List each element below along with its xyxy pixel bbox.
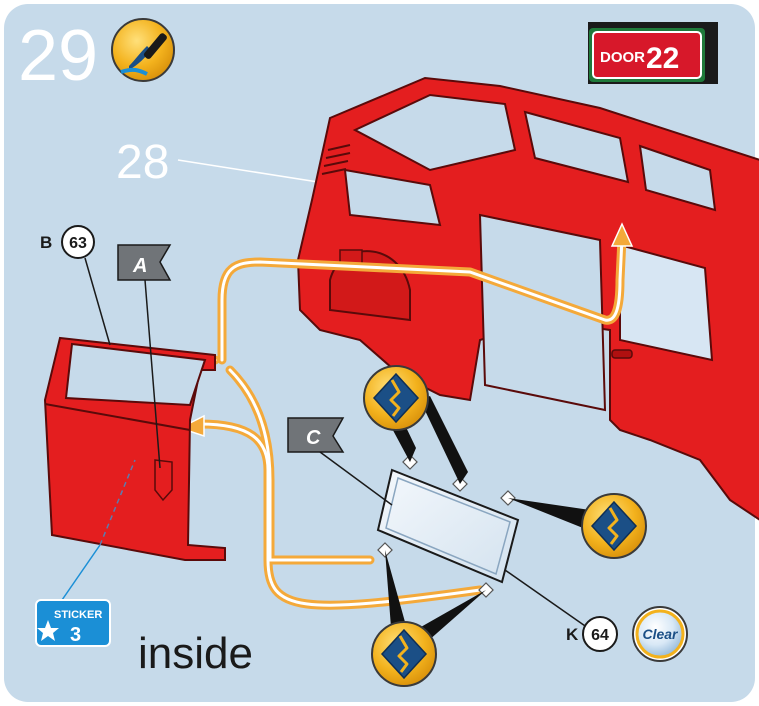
glue-icon — [582, 494, 646, 558]
glue-icon — [364, 366, 428, 430]
reference-step-number: 28 — [116, 136, 169, 189]
sticker-label: STICKER — [54, 609, 102, 621]
flag-a-letter: A — [132, 255, 147, 277]
paint-brush-icon — [112, 19, 174, 81]
clear-paint-icon: Clear — [633, 607, 687, 661]
glue-icon — [372, 622, 436, 686]
door-badge-number: 22 — [646, 42, 679, 75]
sticker-number: 3 — [70, 624, 81, 646]
step-number: 29 — [18, 16, 98, 96]
clear-paint-label: Clear — [642, 626, 679, 642]
caption-inside: inside — [138, 629, 253, 678]
flag-c-letter: C — [306, 427, 321, 449]
door-badge: DOOR 22 — [588, 22, 718, 84]
part-number-door: 63 — [69, 235, 87, 252]
part-letter-window: K — [566, 625, 579, 644]
door-badge-word: DOOR — [600, 49, 645, 66]
part-letter-door: B — [40, 233, 52, 252]
part-number-window: 64 — [591, 627, 609, 644]
